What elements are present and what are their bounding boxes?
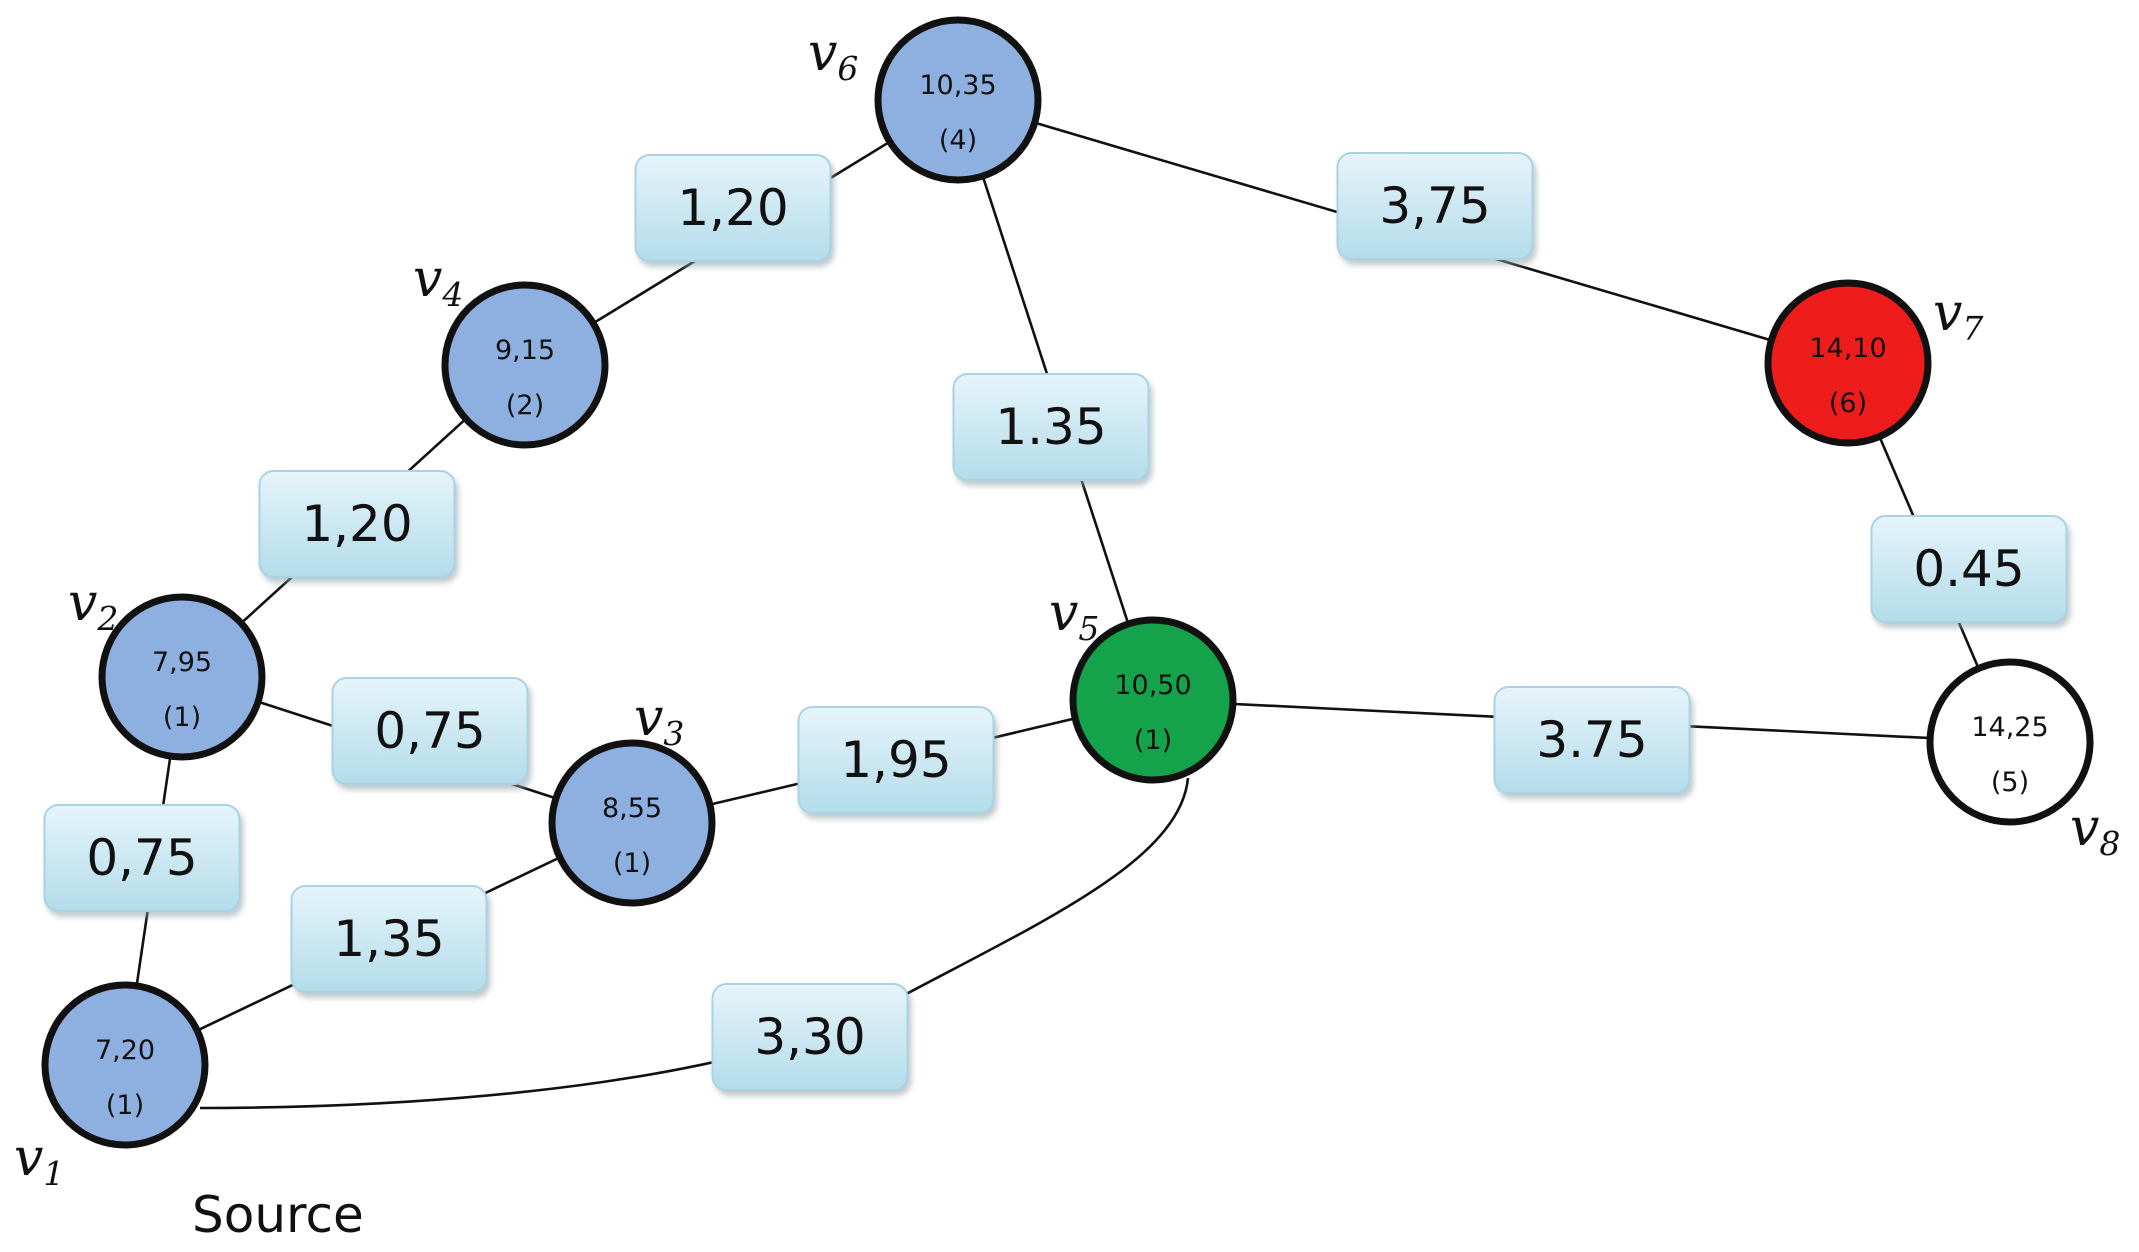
- node-name-letter: v: [2070, 798, 2099, 858]
- node-name-letter: v: [1933, 283, 1962, 343]
- edge-weight-box: 0,75: [43, 804, 241, 912]
- edge-weights: 0,75 1,35 3,30 0,75 1,20 1,95 1,20 1.35 3,75 3.75…: [43, 152, 2068, 1091]
- edge-weight-box: 1,95: [797, 706, 995, 814]
- node-name-subscript: 8: [2099, 824, 2120, 863]
- weight-box-background: [258, 470, 456, 578]
- weight-box-background: [797, 706, 995, 814]
- node-name-subscript: 4: [441, 275, 463, 314]
- weight-box-background: [1493, 686, 1691, 794]
- node-order: (1): [106, 1090, 144, 1121]
- weight-box-background: [1336, 152, 1534, 260]
- node-name-subscript: 1: [43, 1154, 64, 1193]
- node-name-letter: v: [14, 1128, 43, 1188]
- node-value: 10,50: [1114, 670, 1191, 701]
- edge-weight-box: 0,75: [331, 677, 529, 785]
- node-name-subscript: 6: [837, 49, 858, 88]
- node-name-label: v2: [68, 573, 118, 638]
- edge-weight-label: 1,20: [301, 495, 412, 553]
- node-value: 10,35: [919, 70, 996, 101]
- node-circle: [1764, 279, 1932, 447]
- node-order: (1): [163, 702, 201, 733]
- node-v6: 10,35 (4) v6: [808, 16, 1042, 184]
- edge-weight-label: 1,35: [333, 910, 444, 968]
- edge-weight-label: 1,20: [677, 179, 788, 237]
- node-circle: [98, 593, 266, 761]
- node-name-subscript: 2: [96, 599, 118, 638]
- weight-box-background: [952, 373, 1150, 481]
- node-name-letter: v: [634, 688, 663, 748]
- edge-weight-label: 3,30: [754, 1008, 865, 1066]
- edge-weight-box: 1,20: [634, 154, 832, 262]
- node-order: (5): [1991, 767, 2029, 798]
- node-value: 7,20: [95, 1035, 155, 1066]
- edge-weight-label: 3.75: [1536, 711, 1647, 769]
- node-circle: [874, 16, 1042, 184]
- node-v8: 14,25 (5) v8: [1926, 658, 2120, 863]
- weight-box-background: [1870, 515, 2068, 623]
- node-circle: [441, 281, 609, 449]
- node-v4: 9,15 (2) v4: [413, 249, 609, 449]
- node-name-label: v8: [2070, 798, 2120, 863]
- weight-box-background: [634, 154, 832, 262]
- weight-box-background: [290, 885, 488, 993]
- node-name-label: v3: [634, 688, 684, 753]
- nodes: 7,20(1)v17,95(1)v28,55(1)v39,15(2)v410,5…: [14, 16, 2120, 1193]
- node-order: (2): [506, 390, 544, 421]
- node-circle: [1069, 616, 1237, 784]
- node-name-subscript: 3: [663, 714, 684, 753]
- node-name-label: v5: [1049, 583, 1099, 648]
- node-name-subscript: 7: [1962, 309, 1983, 348]
- node-order: (1): [1134, 725, 1172, 756]
- source-label: Source: [192, 1186, 364, 1244]
- edge-weight-box: 1.35: [952, 373, 1150, 481]
- node-v2: 7,95 (1) v2: [68, 573, 266, 761]
- node-v5: 10,50 (1) v5: [1049, 583, 1237, 784]
- node-name-label: v1: [14, 1128, 64, 1193]
- node-value: 14,10: [1809, 333, 1886, 364]
- edge-weight-box: 3,30: [711, 983, 909, 1091]
- node-v3: 8,55 (1) v3: [548, 688, 716, 907]
- edge-weight-label: 1,95: [840, 731, 951, 789]
- node-name-label: v7: [1933, 283, 1983, 348]
- edge-weight-box: 3.75: [1493, 686, 1691, 794]
- node-name-label: v4: [413, 249, 463, 314]
- node-circle: [41, 981, 209, 1149]
- edge-weight-box: 1,20: [258, 470, 456, 578]
- node-name-label: v6: [808, 23, 858, 88]
- node-v7: 14,10 (6) v7: [1764, 279, 1983, 447]
- node-name-letter: v: [808, 23, 837, 83]
- edge-weight-label: 1.35: [995, 398, 1106, 456]
- node-name-letter: v: [413, 249, 442, 309]
- node-name-subscript: 5: [1078, 609, 1099, 648]
- node-value: 7,95: [152, 647, 212, 678]
- node-name-letter: v: [1049, 583, 1078, 643]
- node-value: 9,15: [495, 335, 555, 366]
- node-circle: [548, 739, 716, 907]
- edge-weight-box: 0.45: [1870, 515, 2068, 623]
- edge-weight-box: 3,75: [1336, 152, 1534, 260]
- node-value: 14,25: [1971, 712, 2048, 743]
- edge-weight-label: 0,75: [86, 829, 197, 887]
- node-v1: 7,20 (1) v1: [14, 981, 209, 1193]
- edge-weight-box: 1,35: [290, 885, 488, 993]
- node-order: (4): [939, 125, 977, 156]
- edge-weight-label: 0,75: [374, 702, 485, 760]
- weight-box-background: [43, 804, 241, 912]
- node-order: (1): [613, 848, 651, 879]
- edge-weight-label: 3,75: [1379, 177, 1490, 235]
- weight-box-background: [331, 677, 529, 785]
- edge-weight-label: 0.45: [1913, 540, 2024, 598]
- weight-box-background: [711, 983, 909, 1091]
- node-value: 8,55: [602, 793, 662, 824]
- node-name-letter: v: [68, 573, 97, 633]
- node-circle: [1926, 658, 2094, 826]
- node-order: (6): [1829, 388, 1867, 419]
